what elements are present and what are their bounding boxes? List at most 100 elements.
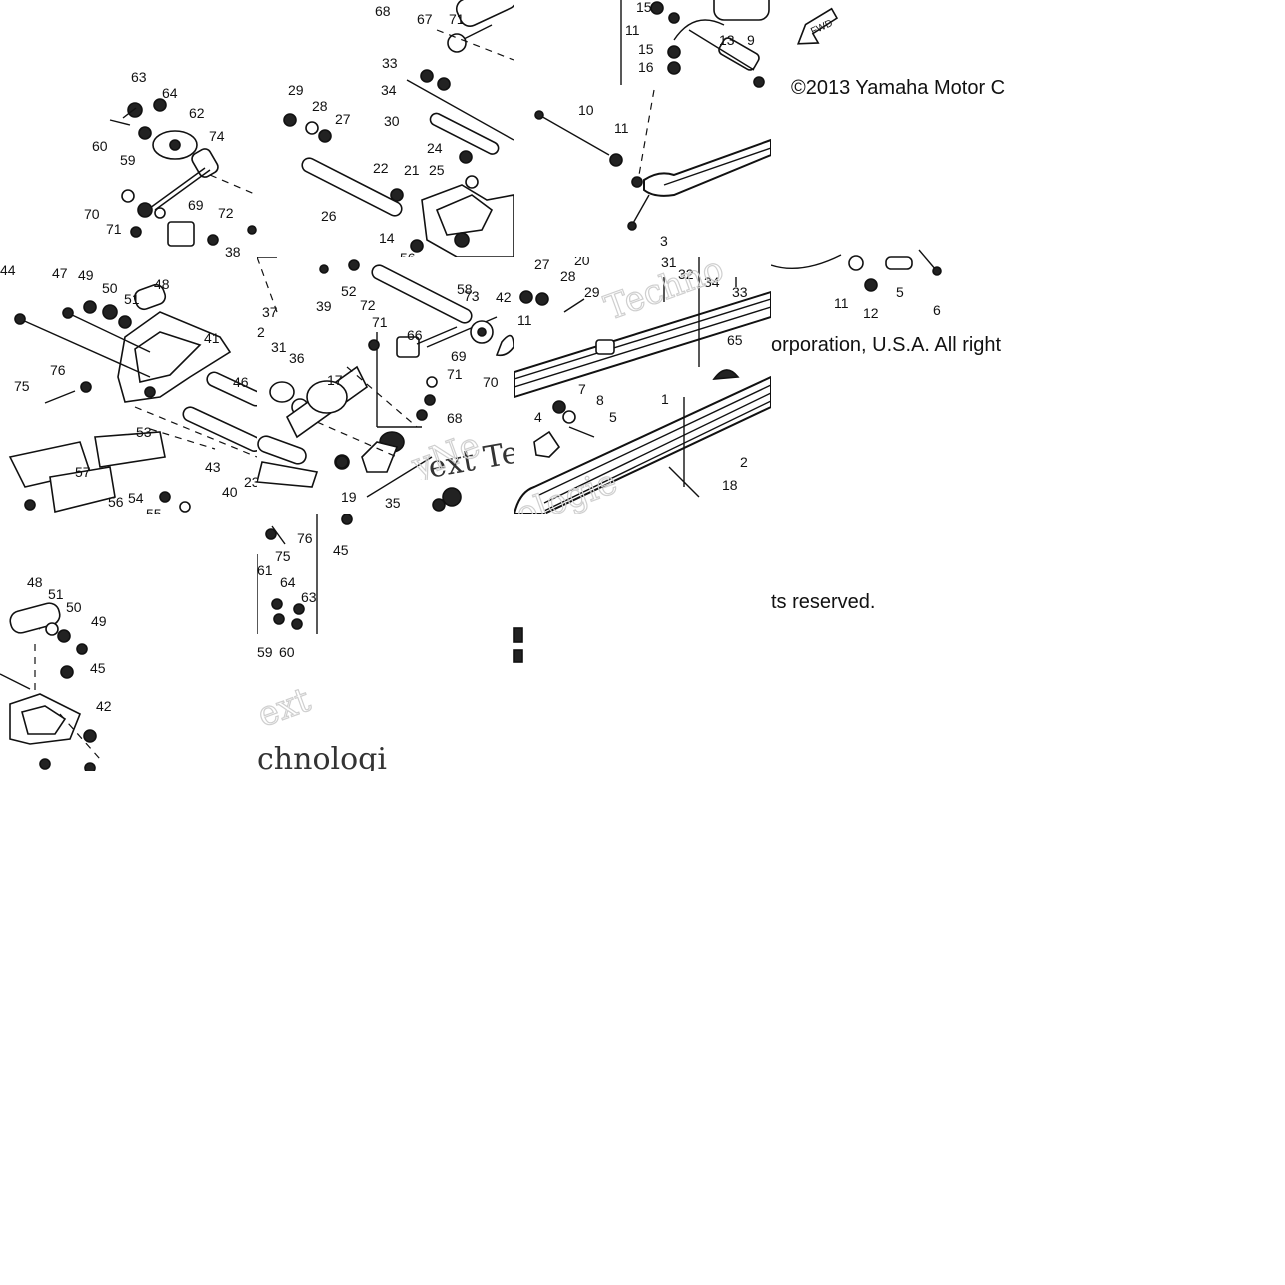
callout-13: 13 xyxy=(719,32,735,48)
tile-slide-rail-assembly: 27 28 29 11 20 31 32 34 33 65 1 7 8 4 5 … xyxy=(514,257,771,514)
callout-8: 8 xyxy=(596,392,604,408)
slide-rail-upper-run xyxy=(514,290,771,399)
callout-51: 51 xyxy=(48,586,64,602)
callout-21: 21 xyxy=(404,162,420,178)
callout-62: 62 xyxy=(189,105,205,121)
callout-4: 4 xyxy=(534,409,542,425)
tile-small-hardware: 11 12 5 6 xyxy=(771,249,942,321)
callout-36: 36 xyxy=(289,350,305,366)
callout-69: 69 xyxy=(188,197,204,213)
tile-rear-bracket-assembly: 44 47 49 50 51 48 41 75 76 46 53 43 57 5… xyxy=(0,262,257,514)
callout-9: 9 xyxy=(747,32,755,48)
callout-2: 2 xyxy=(257,324,265,340)
callouts-tile3: 15 11 15 16 13 9 10 11 3 xyxy=(578,0,755,249)
callout-43: 43 xyxy=(205,459,221,475)
callout-40: 40 xyxy=(222,484,238,500)
callout-72: 72 xyxy=(360,297,376,313)
callouts-tile2: 68 67 71 33 34 29 28 27 30 24 25 22 21 2… xyxy=(288,3,465,257)
callout-11b: 11 xyxy=(614,120,629,136)
bolts-tile2 xyxy=(283,69,479,253)
callout-64: 64 xyxy=(280,574,296,590)
center-arm-parts xyxy=(257,257,514,512)
callout-56: 56 xyxy=(400,250,416,257)
callout-5: 5 xyxy=(896,284,904,300)
shafts-tile5 xyxy=(257,264,498,498)
callout-50: 50 xyxy=(66,599,82,615)
callout-1: 1 xyxy=(661,391,669,407)
callout-11: 11 xyxy=(517,312,532,328)
front-arm-bracket xyxy=(421,184,514,257)
slider-parts xyxy=(519,257,737,498)
callouts-tile1: 63 64 62 60 59 74 70 71 69 72 38 xyxy=(84,69,241,257)
washers-and-collars xyxy=(44,283,167,404)
callout-44: 44 xyxy=(0,262,16,278)
callout-54: 54 xyxy=(128,490,144,506)
watermark-ext: ext xyxy=(257,680,316,736)
callout-71: 71 xyxy=(372,314,388,330)
callout-46: 46 xyxy=(233,374,249,390)
tile-bolts-and-watermark: 75 76 45 61 64 63 59 60 ext chnologi xyxy=(257,514,387,771)
callout-32: 32 xyxy=(678,266,694,282)
callout-17: 17 xyxy=(327,372,343,388)
copyright-line-2: orporation, U.S.A. All right xyxy=(771,334,1002,356)
callout-53: 53 xyxy=(136,424,152,440)
callout-48: 48 xyxy=(27,574,43,590)
slide-rail-upper xyxy=(631,138,771,197)
callout-15: 15 xyxy=(636,0,652,15)
callouts-tile7: 11 12 5 6 xyxy=(834,284,941,321)
callout-27: 27 xyxy=(534,257,550,272)
callout-47: 47 xyxy=(52,265,68,281)
callout-6: 6 xyxy=(933,302,941,318)
callout-28: 28 xyxy=(560,268,576,284)
callout-15b: 15 xyxy=(638,41,654,57)
callouts-tile6: 27 28 29 11 20 31 32 34 33 65 1 7 8 4 5 … xyxy=(517,257,748,493)
copyright-line-3: ts reserved. xyxy=(771,591,876,613)
callout-51: 51 xyxy=(124,291,140,307)
callout-63: 63 xyxy=(301,589,317,605)
callout-3: 3 xyxy=(660,233,668,249)
callouts-tile9: 75 76 45 61 64 63 59 60 xyxy=(257,530,349,660)
callout-74: 74 xyxy=(209,128,225,144)
callout-29: 29 xyxy=(288,82,304,98)
callout-65: 65 xyxy=(727,332,743,348)
tile-rear-arm-bracket: 63 64 62 60 59 74 70 71 69 72 38 xyxy=(84,69,257,257)
bolts-top-left xyxy=(109,98,257,247)
callout-64: 64 xyxy=(162,85,178,101)
callout-48: 48 xyxy=(154,276,170,292)
callout-41: 41 xyxy=(204,330,220,346)
callout-12: 12 xyxy=(863,305,879,321)
callout-26: 26 xyxy=(321,208,337,224)
callout-42: 42 xyxy=(96,698,112,714)
callout-71: 71 xyxy=(106,221,122,237)
callout-33: 33 xyxy=(382,55,398,71)
callout-31: 31 xyxy=(271,339,287,355)
watermark-yne: yNe xyxy=(406,425,486,480)
forward-direction-badge: FWD xyxy=(796,7,839,45)
callout-60: 60 xyxy=(279,644,295,660)
callouts-tile4: 44 47 49 50 51 48 41 75 76 46 53 43 57 5… xyxy=(0,262,257,514)
fragment-marks xyxy=(513,627,523,663)
callout-49: 49 xyxy=(78,267,94,283)
callout-22: 22 xyxy=(373,160,389,176)
tile-center-arm-pivot: 37 39 52 72 58 73 42 2 31 36 17 71 66 69… xyxy=(257,257,514,512)
callout-71b: 71 xyxy=(447,366,463,382)
tile-slide-rail-front: 15 11 15 16 13 9 10 11 3 xyxy=(534,0,771,249)
callout-39: 39 xyxy=(316,298,332,314)
callout-71: 71 xyxy=(449,11,465,27)
shafts-tile4 xyxy=(134,371,257,458)
callout-10: 10 xyxy=(578,102,594,118)
callout-38: 38 xyxy=(225,244,241,257)
callout-42: 42 xyxy=(496,289,512,305)
tile-rear-bracket-alt: 48 51 50 49 45 42 xyxy=(0,574,112,771)
callout-69: 69 xyxy=(451,348,467,364)
callout-7: 7 xyxy=(578,381,586,397)
shock-absorber-lower xyxy=(673,0,770,88)
callout-52: 52 xyxy=(341,283,357,299)
callout-30: 30 xyxy=(384,113,400,129)
callout-5: 5 xyxy=(609,409,617,425)
callout-34: 34 xyxy=(381,82,397,98)
shock-absorber-top xyxy=(447,0,514,53)
callout-29: 29 xyxy=(584,284,600,300)
callout-16: 16 xyxy=(638,59,654,75)
callouts-tile5: 37 39 52 72 58 73 42 2 31 36 17 71 66 69… xyxy=(257,281,512,511)
